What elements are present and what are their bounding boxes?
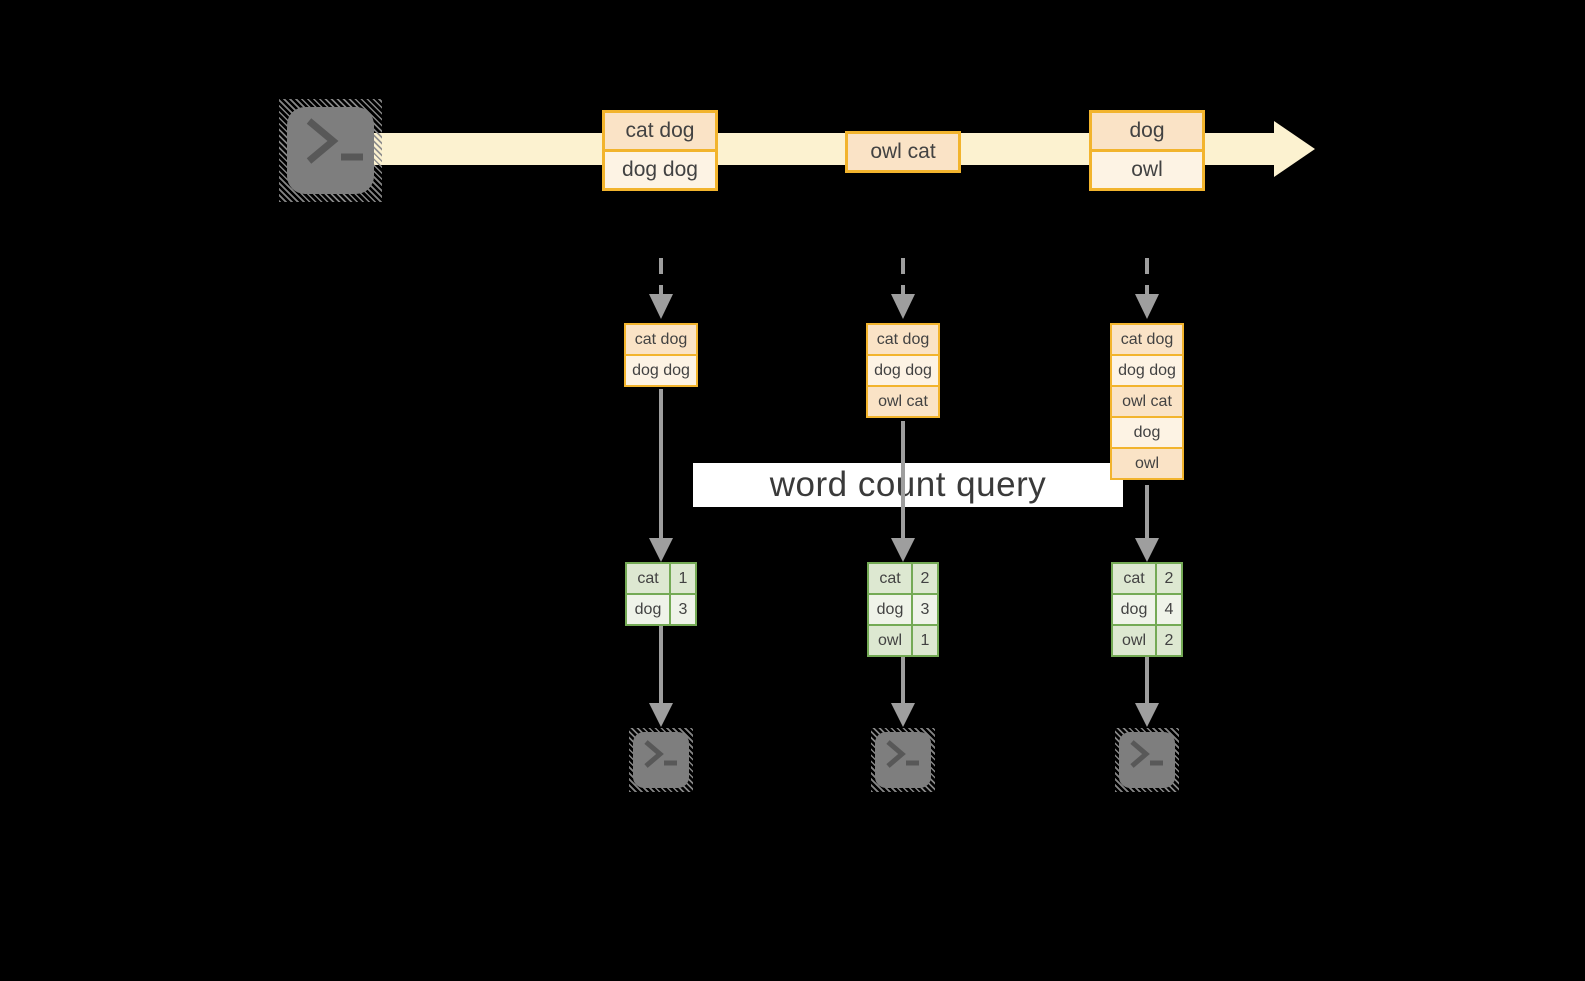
stream-event: dog dog: [605, 152, 715, 188]
count-value-cell: 4: [1157, 595, 1181, 624]
count-table-1: cat 1 dog 3: [625, 562, 697, 626]
micro-batch-text: owl: [1134, 454, 1159, 472]
stream-batch-2: owl cat: [845, 131, 961, 173]
stream-event-text: dog dog: [622, 158, 698, 181]
micro-batch-stack-3: cat dog dog dog owl cat dog owl: [1110, 323, 1184, 480]
micro-batch-text: cat dog: [634, 330, 688, 348]
terminal-sink-icon: [871, 728, 935, 792]
terminal-screen: [1119, 732, 1175, 788]
micro-batch-text: dog dog: [1118, 361, 1176, 379]
terminal-sink-icon: [1115, 728, 1179, 792]
micro-batch-row: cat dog: [626, 325, 696, 354]
arrow-down-icon: [1135, 657, 1159, 727]
terminal-prompt-icon: [886, 740, 919, 768]
terminal-screen: [875, 732, 931, 788]
micro-batch-row: owl cat: [1112, 387, 1182, 416]
dashed-arrow-down-icon: [1135, 258, 1159, 319]
count-row: cat 2: [1113, 564, 1181, 593]
micro-batch-row: cat dog: [868, 325, 938, 354]
micro-batch-text: cat dog: [876, 330, 930, 348]
count-word-cell: cat: [869, 564, 911, 593]
arrow-down-icon: [891, 657, 915, 727]
micro-batch-text: dog dog: [632, 361, 690, 379]
arrow-down-icon: [649, 389, 673, 562]
count-table-3: cat 2 dog 4 owl 2: [1111, 562, 1183, 657]
micro-batch-row: owl cat: [868, 387, 938, 416]
dashed-arrow-down-icon: [649, 258, 673, 319]
stream-event: owl: [1092, 152, 1202, 188]
micro-batch-row: dog dog: [1112, 356, 1182, 385]
stream-batch-1: cat dog dog dog: [602, 110, 718, 191]
dashed-arrow-down-icon: [891, 258, 915, 319]
count-word-cell: dog: [1113, 595, 1155, 624]
stream-arrowhead-icon: [1274, 121, 1315, 177]
terminal-source-icon: [279, 99, 382, 202]
count-word-cell: cat: [627, 564, 669, 593]
count-value-cell: 3: [913, 595, 937, 624]
micro-batch-row: cat dog: [1112, 325, 1182, 354]
count-word-cell: cat: [1113, 564, 1155, 593]
terminal-prompt-icon: [644, 740, 677, 768]
micro-batch-text: owl cat: [1122, 392, 1172, 410]
count-row: owl 1: [869, 626, 937, 655]
count-value-cell: 2: [1157, 564, 1181, 593]
stream-event-text: dog: [1129, 119, 1165, 142]
count-row: dog 3: [869, 595, 937, 624]
count-word-cell: dog: [627, 595, 669, 624]
terminal-sink-icon: [629, 728, 693, 792]
count-row: owl 2: [1113, 626, 1181, 655]
micro-batch-stack-2: cat dog dog dog owl cat: [866, 323, 940, 418]
arrow-down-icon: [649, 626, 673, 727]
arrow-down-icon: [891, 421, 915, 562]
arrow-down-icon: [1135, 485, 1159, 562]
count-row: dog 4: [1113, 595, 1181, 624]
stream-event: cat dog: [605, 113, 715, 149]
count-row: cat 2: [869, 564, 937, 593]
count-table-2: cat 2 dog 3 owl 1: [867, 562, 939, 657]
stream-batch-3: dog owl: [1089, 110, 1205, 191]
count-value-cell: 3: [671, 595, 695, 624]
micro-batch-text: dog: [1133, 423, 1161, 441]
query-banner: word count query: [693, 463, 1123, 507]
count-value-cell: 1: [913, 626, 937, 655]
micro-batch-text: dog dog: [874, 361, 932, 379]
count-row: dog 3: [627, 595, 695, 624]
micro-batch-stack-1: cat dog dog dog: [624, 323, 698, 387]
terminal-screen: [287, 107, 374, 194]
count-value-cell: 2: [1157, 626, 1181, 655]
micro-batch-text: owl cat: [878, 392, 928, 410]
stream-event: owl cat: [848, 134, 958, 170]
stream-event-text: owl cat: [870, 140, 936, 163]
micro-batch-row: dog: [1112, 418, 1182, 447]
count-value-cell: 1: [671, 564, 695, 593]
count-word-cell: owl: [869, 626, 911, 655]
terminal-prompt-icon: [306, 118, 363, 164]
micro-batch-row: dog dog: [868, 356, 938, 385]
micro-batch-row: owl: [1112, 449, 1182, 478]
stream-event-text: owl: [1131, 158, 1163, 181]
count-value-cell: 2: [913, 564, 937, 593]
stream-event-text: cat dog: [625, 119, 695, 142]
terminal-prompt-icon: [1130, 740, 1163, 768]
count-word-cell: owl: [1113, 626, 1155, 655]
micro-batch-row: dog dog: [626, 356, 696, 385]
query-banner-label: word count query: [769, 465, 1047, 504]
micro-batch-text: cat dog: [1120, 330, 1174, 348]
terminal-screen: [633, 732, 689, 788]
stream-event: dog: [1092, 113, 1202, 149]
count-row: cat 1: [627, 564, 695, 593]
count-word-cell: dog: [869, 595, 911, 624]
